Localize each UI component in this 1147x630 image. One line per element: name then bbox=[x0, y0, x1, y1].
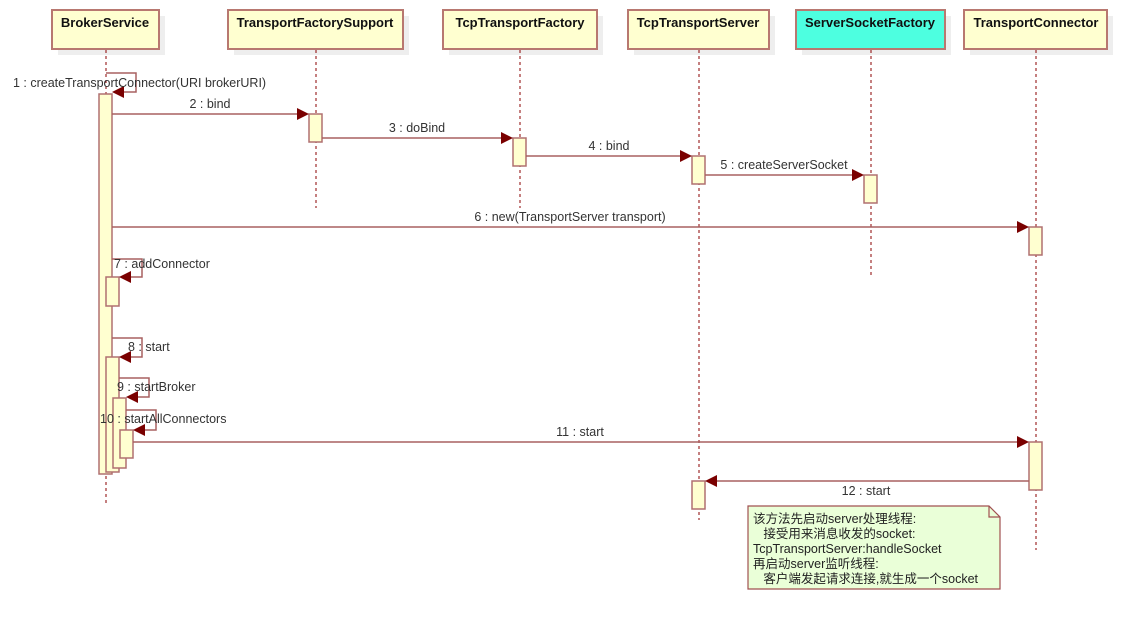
message-6[interactable]: 6 : new(TransportServer transport) bbox=[112, 210, 1029, 233]
participant-transport-connector[interactable]: TransportConnector bbox=[963, 9, 1113, 55]
arrowhead-icon bbox=[680, 150, 692, 162]
participant-server-socket-factory[interactable]: ServerSocketFactory bbox=[795, 9, 951, 55]
participant-label: ServerSocketFactory bbox=[805, 15, 936, 30]
message-label: 6 : new(TransportServer transport) bbox=[474, 210, 665, 224]
message-label: 8 : start bbox=[128, 340, 170, 354]
note-line: 客户端发起请求连接,就生成一个socket bbox=[753, 571, 979, 586]
message-label: 7 : addConnector bbox=[114, 257, 210, 271]
message-label: 2 : bind bbox=[189, 97, 230, 111]
participant-label: TcpTransportFactory bbox=[455, 15, 585, 30]
message-label: 11 : start bbox=[556, 425, 604, 439]
message-7[interactable]: 7 : addConnector bbox=[112, 257, 210, 283]
message-1[interactable]: 1 : createTransportConnector(URI brokerU… bbox=[13, 72, 266, 98]
note-line: 该方法先启动server处理线程: bbox=[753, 511, 916, 526]
participant-label: BrokerService bbox=[61, 15, 149, 30]
activation-tcp-server-start bbox=[691, 480, 706, 510]
message-10[interactable]: 10 : startAllConnectors bbox=[100, 409, 226, 436]
message-8[interactable]: 8 : start bbox=[112, 337, 170, 363]
note-line: 接受用来消息收发的socket: bbox=[753, 526, 916, 541]
participant-label: TransportConnector bbox=[974, 15, 1099, 30]
arrowhead-icon bbox=[119, 351, 131, 363]
activation-tcp-server-bind bbox=[691, 155, 706, 185]
message-9[interactable]: 9 : startBroker bbox=[117, 377, 196, 403]
activation-server-socket-factory bbox=[863, 174, 878, 204]
arrowhead-icon bbox=[112, 86, 124, 98]
participant-transport-factory-support[interactable]: TransportFactorySupport bbox=[227, 9, 409, 55]
activation-connector-new bbox=[1028, 226, 1043, 256]
arrowhead-icon bbox=[705, 475, 717, 487]
message-label: 3 : doBind bbox=[389, 121, 445, 135]
arrowhead-icon bbox=[119, 271, 131, 283]
activation-start-all-connectors bbox=[119, 429, 134, 459]
arrowhead-icon bbox=[1017, 221, 1029, 233]
arrowhead-icon bbox=[1017, 436, 1029, 448]
activation-add-connector bbox=[105, 276, 120, 307]
participant-broker-service[interactable]: BrokerService bbox=[51, 9, 165, 55]
arrowhead-icon bbox=[852, 169, 864, 181]
activation-tfs bbox=[308, 113, 323, 143]
arrowhead-icon bbox=[126, 391, 138, 403]
activation-connector-start bbox=[1028, 441, 1043, 491]
message-label: 5 : createServerSocket bbox=[720, 158, 848, 172]
participant-label: TcpTransportServer bbox=[637, 15, 760, 30]
message-12[interactable]: 12 : start bbox=[705, 475, 1029, 498]
message-3[interactable]: 3 : doBind bbox=[322, 121, 513, 144]
arrowhead-icon bbox=[133, 424, 145, 436]
message-label: 10 : startAllConnectors bbox=[100, 412, 226, 426]
activation-tcp-factory bbox=[512, 137, 527, 167]
note-line: 再启动server监听线程: bbox=[753, 556, 879, 571]
arrowhead-icon bbox=[297, 108, 309, 120]
participant-tcp-transport-factory[interactable]: TcpTransportFactory bbox=[442, 9, 603, 55]
message-4[interactable]: 4 : bind bbox=[526, 139, 692, 162]
note[interactable]: 该方法先启动server处理线程: 接受用来消息收发的socket: TcpTr… bbox=[747, 505, 1001, 590]
participant-tcp-transport-server[interactable]: TcpTransportServer bbox=[627, 9, 775, 55]
message-11[interactable]: 11 : start bbox=[133, 425, 1029, 448]
participant-label: TransportFactorySupport bbox=[237, 15, 394, 30]
message-label: 1 : createTransportConnector(URI brokerU… bbox=[13, 76, 266, 90]
message-5[interactable]: 5 : createServerSocket bbox=[705, 158, 864, 181]
message-label: 4 : bind bbox=[588, 139, 629, 153]
note-line: TcpTransportServer:handleSocket bbox=[753, 542, 942, 556]
message-label: 12 : start bbox=[842, 484, 891, 498]
message-label: 9 : startBroker bbox=[117, 380, 196, 394]
arrowhead-icon bbox=[501, 132, 513, 144]
message-2[interactable]: 2 : bind bbox=[112, 97, 309, 120]
